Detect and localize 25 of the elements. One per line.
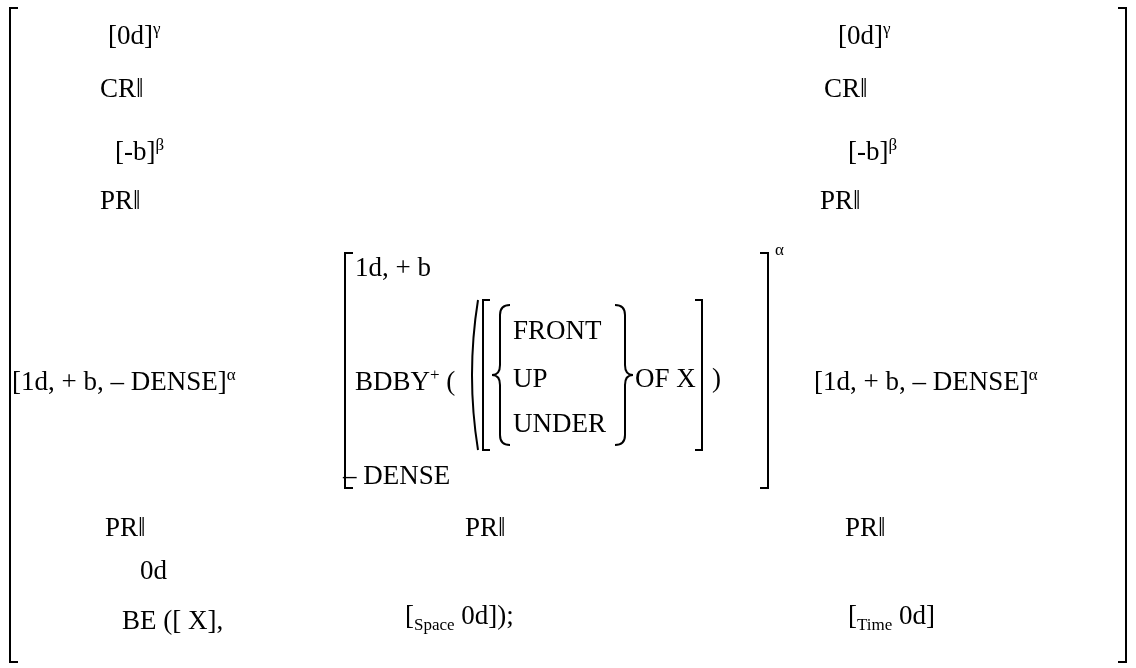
formula-text: [$_{Time}$ 0d] <box>848 598 936 637</box>
formula-text: [1d, + b, – DENSE]$^{α}$ <box>814 364 1038 397</box>
formula-text: α <box>775 239 784 261</box>
formula-text: [-b]$^{β}$ <box>115 134 165 167</box>
formula-text: FRONT <box>513 314 602 346</box>
formula-text: CR‖ <box>100 72 144 104</box>
formula-text: BDBY$^{+}$ ( <box>355 364 456 397</box>
formula-text: PR‖ <box>105 511 146 543</box>
formula-text: BE ([ X], <box>122 604 224 636</box>
formula-text: [0d]$^{γ}$ <box>108 18 161 51</box>
formula-text: PR‖ <box>845 511 886 543</box>
formula-text: PR‖ <box>465 511 506 543</box>
formula-text: UP <box>513 362 548 394</box>
formula-text: [$_{Space}$ 0d]); <box>405 598 514 637</box>
formula-text: CR‖ <box>824 72 868 104</box>
formula-text: 1d, + b <box>355 251 431 283</box>
formula-text: [1d, + b, – DENSE]$^{α}$ <box>12 364 236 397</box>
formula-text: ) <box>712 362 721 394</box>
formula-text: PR‖ <box>100 184 141 216</box>
formula-text: [0d]$^{γ}$ <box>838 18 891 51</box>
formula-text: 0d <box>140 554 167 586</box>
formula-text: [-b]$^{β}$ <box>848 134 898 167</box>
formula-text: OF X <box>635 362 696 394</box>
formula-text: UNDER <box>513 407 606 439</box>
formula-text: PR‖ <box>820 184 861 216</box>
